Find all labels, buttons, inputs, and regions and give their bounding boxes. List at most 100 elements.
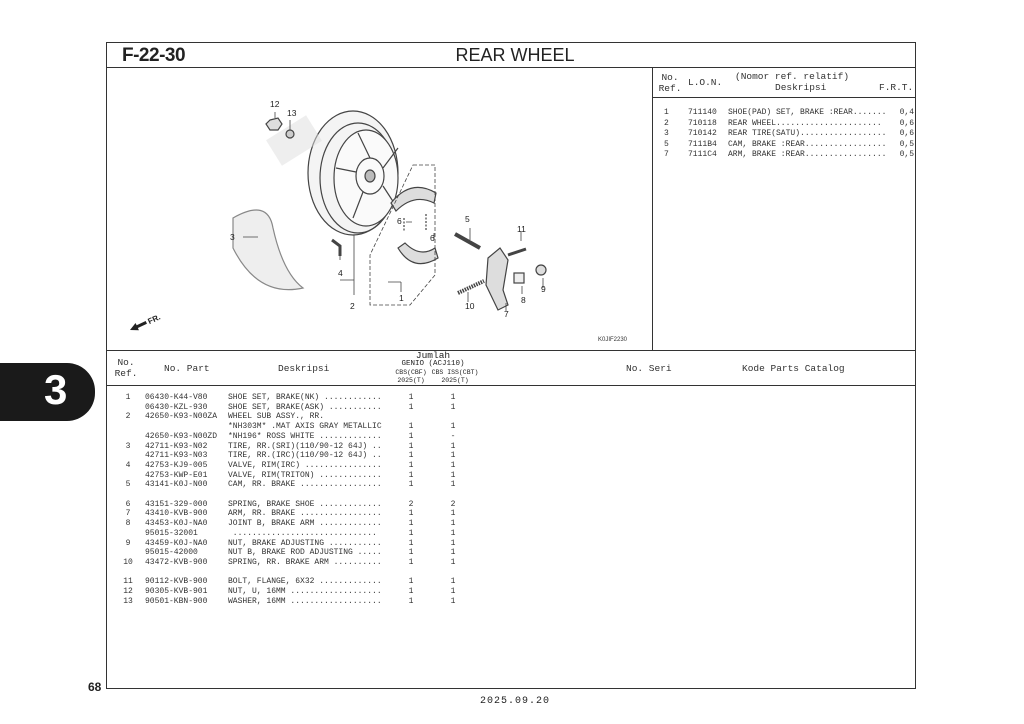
labor-header-lon: L.O.N. xyxy=(688,77,723,88)
part-ref: 13 xyxy=(123,596,133,606)
divider xyxy=(106,350,916,351)
labor-frt: 0,6 xyxy=(899,118,914,128)
labor-header-ref: No. Ref. xyxy=(658,72,682,94)
part-description: TIRE, RR.(SRI)(110/90-12 64J) .. xyxy=(228,441,382,451)
labor-desc: REAR WHEEL...................... xyxy=(728,118,882,128)
qty-cbs-iss: 1 xyxy=(450,422,456,432)
qty-cbs-iss: 1 xyxy=(450,587,456,596)
qty-cbs-iss: 1 xyxy=(450,548,456,558)
divider xyxy=(106,67,916,68)
labor-header-frt: F.R.T. xyxy=(879,82,914,93)
labor-lon: 7111C4 xyxy=(688,150,717,159)
part-description: JOINT B, BRAKE ARM ............. xyxy=(228,519,382,529)
part-description: WHEEL SUB ASSY., RR. xyxy=(228,412,325,422)
qty-cbs: 1 xyxy=(408,577,414,587)
part-number: 42753-KWP-E01 xyxy=(145,470,208,480)
qty-cbs: 1 xyxy=(408,587,414,596)
parts-row[interactable]: 7 43410-KVB-900 ARM, RR. BRAKE ...........… xyxy=(108,509,916,519)
part-ref: 9 xyxy=(125,538,131,548)
labor-frt: 0,5 xyxy=(899,150,914,159)
parts-row[interactable]: 2 42650-K93-N00ZA WHEEL SUB ASSY., RR. xyxy=(108,412,916,422)
part-description: SHOE SET, BRAKE(NK) ............ xyxy=(228,393,382,402)
labor-ref: 1 xyxy=(664,108,669,117)
parts-row[interactable]: 95015-32001 ............................… xyxy=(108,529,916,539)
part-number: 90501-KBN-900 xyxy=(145,596,208,606)
callout-label: 10 xyxy=(465,301,475,311)
parts-header-qty: Jumlah xyxy=(415,350,451,361)
callout-label: 7 xyxy=(504,309,509,319)
part-number: 43453-K0J-NA0 xyxy=(145,519,208,529)
part-number: 06430-K44-V80 xyxy=(145,393,208,402)
qty-cbs: 1 xyxy=(408,470,414,480)
part-ref: 10 xyxy=(123,557,133,567)
parts-row[interactable]: 42650-K93-N00ZD*NH196* ROSS WHITE ......… xyxy=(108,432,916,442)
section-code: F-22-30 xyxy=(122,45,186,66)
qty-cbs: 1 xyxy=(408,451,414,461)
qty-cbs-iss: 1 xyxy=(450,451,456,461)
qty-cbs-iss: 1 xyxy=(450,509,456,519)
labor-header-desc-top: (Nomor ref. relatif) xyxy=(735,71,850,82)
parts-header-serial: No. Seri xyxy=(626,363,672,374)
part-ref: 7 xyxy=(125,509,131,519)
parts-header-part: No. Part xyxy=(164,363,210,374)
part-description: TIRE, RR.(IRC)(110/90-12 64J) .. xyxy=(228,451,382,461)
labor-lon: 7111B4 xyxy=(688,139,717,149)
part-number: 43410-KVB-900 xyxy=(145,509,208,519)
page-title: REAR WHEEL xyxy=(455,45,575,65)
callout-label: 5 xyxy=(465,214,470,224)
qty-cbs: 1 xyxy=(408,548,414,558)
part-number: 42650-K93-N00ZA xyxy=(145,412,218,422)
qty-cbs: 1 xyxy=(408,557,414,567)
section-tab[interactable] xyxy=(0,363,95,421)
part-number: 95015-32001 xyxy=(145,528,198,538)
divider xyxy=(652,67,653,350)
parts-row[interactable]: 8 43453-K0J-NA0 JOINT B, BRAKE ARM .......… xyxy=(108,519,916,529)
callout-label: 2 xyxy=(350,301,355,311)
callout-label: 6 xyxy=(397,216,402,226)
part-ref: 8 xyxy=(125,519,131,529)
parts-header-variant2: CBS ISS(CBT) xyxy=(431,369,479,376)
qty-cbs: 1 xyxy=(408,596,414,606)
parts-header-variant1: CBS(CBF) xyxy=(395,369,427,376)
qty-cbs-iss: 1 xyxy=(450,402,456,412)
labor-ref: 5 xyxy=(664,139,669,149)
parts-header-desc: Deskripsi xyxy=(278,363,330,374)
brake-shoes xyxy=(369,164,439,306)
divider xyxy=(652,97,916,98)
callout-label: 11 xyxy=(517,224,526,234)
qty-cbs-iss: 1 xyxy=(450,528,456,538)
part-number: 43151-329-000 xyxy=(145,499,208,509)
qty-cbs-iss: 1 xyxy=(450,596,456,606)
part-number: 43459-K0J-NA0 xyxy=(145,538,208,548)
parts-header-ref: No. Ref. xyxy=(114,357,138,379)
part-number: 43141-K0J-N00 xyxy=(145,480,208,490)
qty-cbs-iss: 2 xyxy=(450,499,456,509)
part-description: ARM, RR. BRAKE ................. xyxy=(228,509,382,519)
part-number: 90112-KVB-900 xyxy=(145,577,208,587)
part-ref: 2 xyxy=(125,412,131,422)
qty-cbs: 1 xyxy=(408,528,414,538)
qty-cbs: 1 xyxy=(408,441,414,451)
qty-cbs-iss: 1 xyxy=(450,470,456,480)
part-ref: 6 xyxy=(125,499,131,509)
